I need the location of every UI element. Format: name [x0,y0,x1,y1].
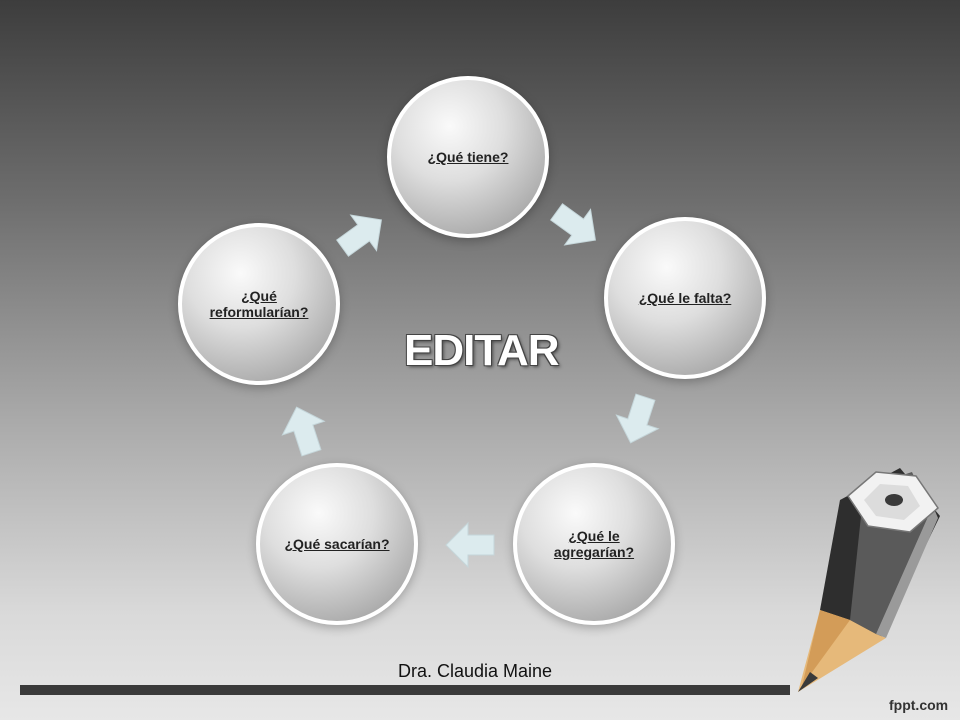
arrow-icon [600,382,676,458]
cycle-node-5-label: ¿Qué reformularían? [196,288,322,320]
cycle-node-4-label: ¿Qué sacarían? [284,536,389,552]
node-3-text: Qué le agregarían? [553,528,635,560]
center-title: EDITAR [404,326,560,375]
cycle-node-1[interactable]: ¿Qué tiene? [387,76,549,238]
cycle-node-4[interactable]: ¿Qué sacarían? [256,463,418,625]
cycle-node-1-label: ¿Qué tiene? [428,149,509,165]
node-4-text: ¿Qué sacarían? [284,536,390,552]
pencil-icon [798,468,940,692]
arrow-icon [320,192,404,276]
cycle-node-2[interactable]: ¿Qué le falta? [604,217,766,379]
node-2-text: ¿Qué le falta [638,290,723,306]
node-2-suffix: ? [722,290,732,306]
cycle-node-5[interactable]: ¿Qué reformularían? [178,223,340,385]
arrow-icon [266,392,342,468]
node-3-prefix: ¿ [568,528,577,544]
footer-bar [20,685,790,695]
brand-logo-text[interactable]: fppt.com [889,697,949,713]
node-1-prefix: ¿ [427,149,437,165]
cycle-node-3[interactable]: ¿Qué le agregarían? [513,463,675,625]
node-1-text: Qué tiene? [436,149,509,165]
cycle-node-3-label: ¿Qué le agregarían? [531,528,657,560]
arrow-icon [534,184,618,268]
cycle-node-2-label: ¿Qué le falta? [639,290,732,306]
arrow-icon [440,515,500,575]
author-name: Dra. Claudia Maine [398,661,553,681]
node-5-text: ¿Qué reformularían? [209,288,309,320]
